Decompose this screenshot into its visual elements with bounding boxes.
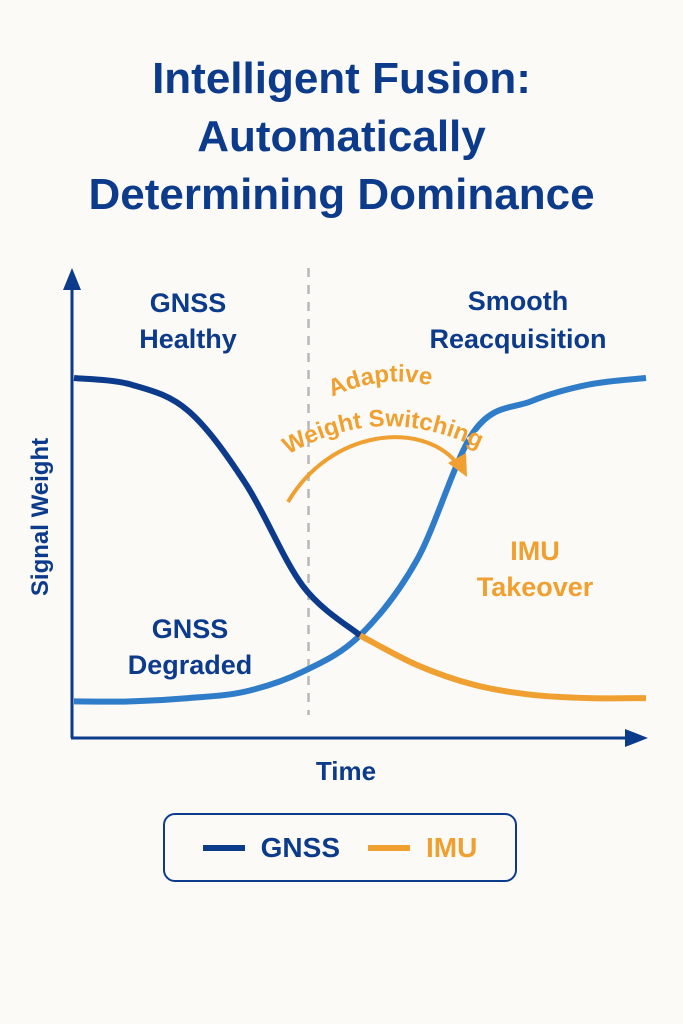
legend-swatch-gnss bbox=[202, 844, 245, 851]
annotation-weight-switching: Weight Switching bbox=[278, 405, 487, 460]
title-line-3: Determining Dominance bbox=[88, 170, 595, 219]
x-axis-label: Time bbox=[316, 756, 376, 786]
legend-item-gnss: GNSS bbox=[202, 831, 341, 864]
title-line-1: Intelligent Fusion: bbox=[152, 54, 531, 103]
legend-item-imu: IMU bbox=[368, 832, 477, 864]
legend-label-gnss: GNSS bbox=[260, 831, 341, 863]
title-line-2: Automatically bbox=[197, 112, 486, 161]
series-line-gnss bbox=[73, 375, 362, 638]
legend-swatch-imu bbox=[368, 844, 411, 851]
legend-label-imu: IMU bbox=[426, 831, 478, 863]
series-line-imu bbox=[358, 632, 647, 702]
adaptive-switch-arrowhead-icon bbox=[448, 453, 467, 477]
series-line-gnss-reacquisition bbox=[73, 375, 647, 705]
curve-gap bbox=[466, 430, 482, 443]
chart-title: Intelligent Fusion: Automatically Determ… bbox=[0, 50, 683, 224]
legend: GNSS IMU bbox=[163, 813, 517, 882]
y-axis-label: Signal Weight bbox=[27, 438, 54, 596]
y-axis-arrow-icon bbox=[63, 268, 81, 290]
x-axis-arrow-icon bbox=[625, 729, 648, 747]
annotation-adaptive: Adaptive bbox=[324, 360, 435, 402]
adaptive-switch-arrow bbox=[286, 435, 458, 504]
